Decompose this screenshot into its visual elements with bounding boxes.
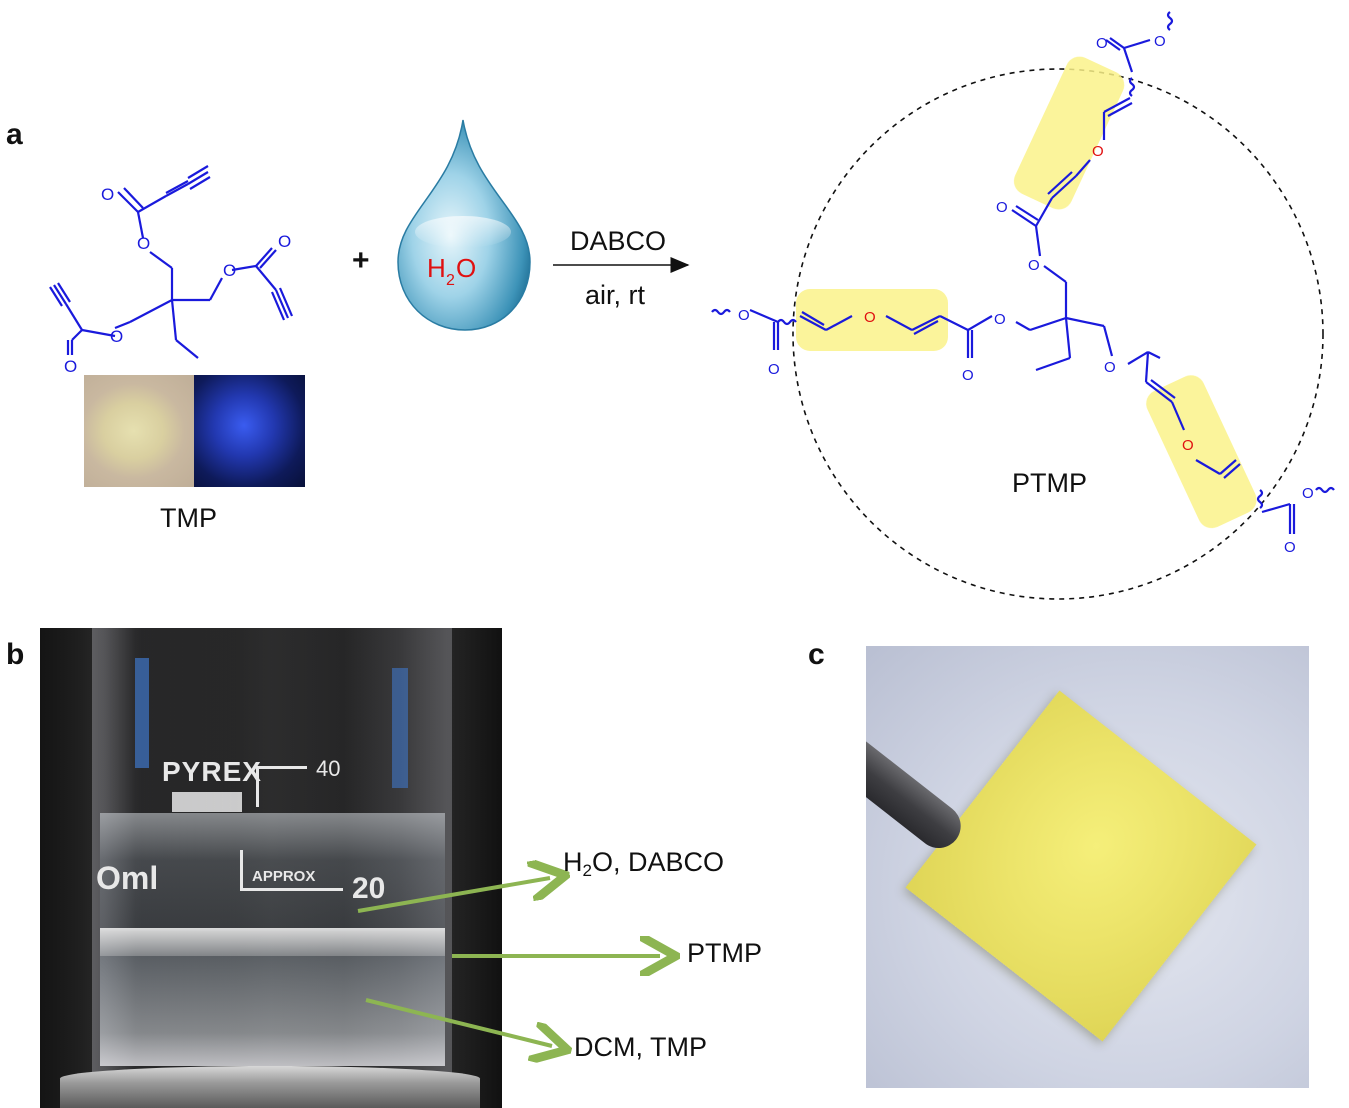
ptmp-o-7: O	[1096, 35, 1108, 52]
tweezers	[866, 720, 970, 857]
ptmp-structure	[711, 11, 1335, 534]
ptmp-o-8: O	[1154, 33, 1166, 50]
tmp-structure	[49, 165, 294, 359]
yellow-polymer-block	[905, 690, 1257, 1042]
mark-20-bracket	[240, 850, 343, 891]
water-formula-h: H	[427, 253, 446, 283]
ptmp-o-10: O	[1284, 539, 1296, 556]
tmp-atom-o-6: O	[278, 232, 291, 251]
water-drop-icon: H 2 O	[397, 119, 531, 331]
water-formula-o: O	[456, 253, 476, 283]
water-formula-sub: 2	[446, 272, 455, 289]
liquid-bottom-layer	[100, 956, 445, 1066]
ptmp-o-1: O	[738, 307, 750, 324]
layer-top-sub: 2	[582, 861, 592, 880]
layer-mid-label: PTMP	[687, 938, 763, 968]
panel-b-label: b	[6, 638, 25, 671]
tmp-atom-o-2: O	[101, 185, 114, 204]
ptmp-o-11: O	[1302, 485, 1314, 502]
tmp-atom-o-1: O	[137, 234, 150, 253]
tmp-label: TMP	[160, 503, 217, 533]
beaker-brand: PYREX	[162, 756, 262, 787]
ptmp-o-4: O	[994, 311, 1006, 328]
reagent-conditions: air, rt	[585, 280, 646, 310]
beaker-mark-20: 20	[352, 872, 386, 905]
panel-c-label: c	[808, 638, 825, 671]
ptmp-ether-o-left: O	[864, 309, 876, 326]
ptmp-ester-oxygens: O O O O O O O O O O O	[738, 33, 1314, 556]
beaker-mark-ml: Oml	[96, 860, 159, 896]
sample-photo	[866, 646, 1309, 1088]
plus-sign: +	[352, 244, 370, 277]
beaker-mark-40: 40	[316, 756, 341, 781]
beaker-base	[60, 1066, 480, 1108]
ptmp-label: PTMP	[1012, 468, 1088, 498]
panel-a-scheme: O O O O O O + H 2 O DABCO air, rt	[49, 11, 1335, 600]
tmp-atom-o-4: O	[64, 357, 77, 376]
ptmp-ether-o-right: O	[1182, 437, 1194, 454]
polymer-unit-circle	[792, 68, 1324, 600]
ptmp-o-2: O	[768, 361, 780, 378]
layer-top-rest: O, DABCO	[591, 847, 724, 877]
tmp-photo-uv	[194, 375, 305, 487]
ptmp-o-3: O	[962, 367, 974, 384]
beaker-brand-box	[172, 792, 242, 812]
vinyl-ether-highlights	[796, 56, 1257, 529]
beaker-photo: PYREX 40 Oml APPROX 20	[40, 628, 502, 1108]
ptmp-o-5: O	[996, 199, 1008, 216]
layer-top-h: H	[563, 847, 583, 877]
reagent-dabco: DABCO	[570, 226, 666, 256]
ptmp-o-9: O	[1104, 359, 1116, 376]
layer-top-label: H2O, DABCO	[563, 847, 724, 881]
tmp-atom-o-5: O	[223, 261, 236, 280]
beaker-approx: APPROX	[252, 868, 316, 885]
polymer-layer	[100, 928, 445, 956]
mark-40-bracket	[256, 766, 307, 807]
tmp-oxygen-atoms: O O O O O O	[64, 185, 291, 376]
ptmp-ether-o-top: O	[1092, 143, 1104, 160]
ptmp-o-6: O	[1028, 257, 1040, 274]
tmp-atom-o-3: O	[110, 327, 123, 346]
tmp-photo-daylight	[84, 375, 194, 487]
layer-bottom-label: DCM, TMP	[574, 1032, 707, 1062]
panel-a-label: a	[6, 118, 23, 151]
ptmp-ether-oxygens: O O O	[864, 143, 1194, 454]
